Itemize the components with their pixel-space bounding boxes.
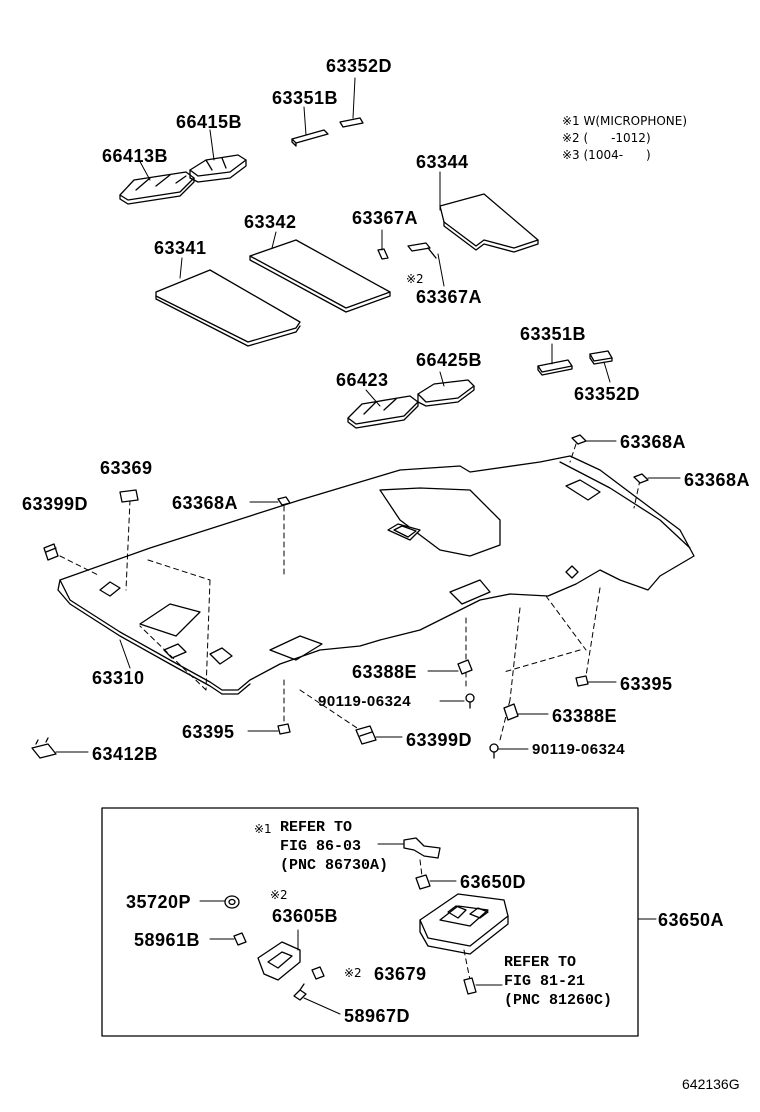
part-63395-left [277, 723, 291, 735]
label-63650A: 63650A [658, 910, 725, 930]
part-63605B [257, 941, 301, 981]
part-58961B [233, 932, 247, 946]
assembly-lines [59, 443, 641, 741]
label-63399D-left: 63399D [22, 494, 89, 514]
part-63352D-upper [339, 117, 364, 128]
label-63368A-top: 63368A [620, 432, 687, 452]
part-63650D [415, 874, 431, 890]
part-63367A-b [407, 242, 437, 259]
note-mark-2-clip: ※2 [344, 966, 362, 980]
part-90119-b [489, 743, 499, 759]
part-63399D-lower [355, 725, 377, 745]
label-90119-06324-b: 90119-06324 [532, 741, 626, 758]
refer-fig-86-03: REFER TO FIG 86-03 (PNC 86730A) [280, 819, 389, 874]
label-63388E-b: 63388E [552, 706, 618, 726]
label-58967D: 58967D [344, 1006, 411, 1026]
part-90119-a [465, 693, 475, 709]
label-63352D-lower: 63352D [574, 384, 641, 404]
label-63352D-upper: 63352D [326, 56, 393, 76]
label-63368A-left: 63368A [172, 493, 239, 513]
label-63395-left: 63395 [182, 722, 235, 742]
note-1: ※1 W(MICROPHONE) [562, 114, 688, 128]
part-63344 [439, 193, 539, 253]
assembly-box-63650A [101, 807, 639, 1037]
part-map-lamp-housing [419, 893, 509, 955]
part-63310-headliner [57, 455, 695, 695]
part-63388E-b [503, 703, 519, 721]
note-3: ※3 (1004- ) [562, 148, 651, 162]
part-63351B-lower [537, 359, 573, 376]
part-63679 [311, 966, 325, 980]
label-58961B: 58961B [134, 930, 201, 950]
label-63341: 63341 [154, 238, 207, 258]
label-66413B: 66413B [102, 146, 169, 166]
part-63388E-a [457, 659, 473, 675]
label-66425B: 66425B [416, 350, 483, 370]
label-63367A-upper: 63367A [352, 208, 419, 228]
label-63351B-upper: 63351B [272, 88, 339, 108]
part-63395-right [575, 675, 589, 687]
part-63369 [119, 489, 139, 503]
part-63352D-lower [589, 350, 613, 365]
part-bulb [463, 977, 477, 995]
figure-id: 642136G [682, 1076, 740, 1092]
label-63679: 63679 [374, 964, 427, 984]
part-microphone [403, 837, 441, 859]
refer-fig-81-21: REFER TO FIG 81-21 (PNC 81260C) [504, 954, 613, 1009]
label-63412B: 63412B [92, 744, 159, 764]
label-90119-06324-a: 90119-06324 [318, 693, 412, 710]
label-63399D-lower: 63399D [406, 730, 473, 750]
part-66425B [417, 379, 475, 407]
note-2: ※2 ( -1012) [562, 131, 651, 145]
label-63605B: 63605B [272, 906, 339, 926]
part-66415B [189, 154, 247, 183]
note-mark-1: ※1 [254, 822, 272, 836]
label-63395-right: 63395 [620, 674, 673, 694]
label-63344: 63344 [416, 152, 469, 172]
label-35720P: 35720P [126, 892, 192, 912]
label-63342: 63342 [244, 212, 297, 232]
note-mark-2-upper: ※2 [406, 272, 424, 286]
label-63368A-right: 63368A [684, 470, 751, 490]
label-63369: 63369 [100, 458, 153, 478]
part-66423 [347, 395, 419, 429]
label-66423: 66423 [336, 370, 389, 390]
part-35720P [224, 895, 240, 909]
part-63341 [155, 269, 301, 347]
leader-lines [55, 440, 681, 753]
part-63368A-top [571, 434, 587, 445]
part-63342 [249, 239, 391, 313]
label-63650D: 63650D [460, 872, 527, 892]
label-63310: 63310 [92, 668, 145, 688]
note-mark-2-lens: ※2 [270, 888, 288, 902]
label-63388E-a: 63388E [352, 662, 418, 682]
label-66415B: 66415B [176, 112, 243, 132]
part-63399D-left [43, 543, 59, 561]
part-63351B-upper [291, 129, 329, 147]
part-63368A-right [633, 473, 649, 484]
part-63412B [31, 737, 57, 759]
part-58967D [293, 983, 307, 1001]
label-63351B-lower: 63351B [520, 324, 587, 344]
part-63367A-a [377, 248, 389, 260]
label-63367A-lower: 63367A [416, 287, 483, 307]
part-63368A-left [277, 496, 291, 506]
part-66413B [119, 171, 195, 205]
